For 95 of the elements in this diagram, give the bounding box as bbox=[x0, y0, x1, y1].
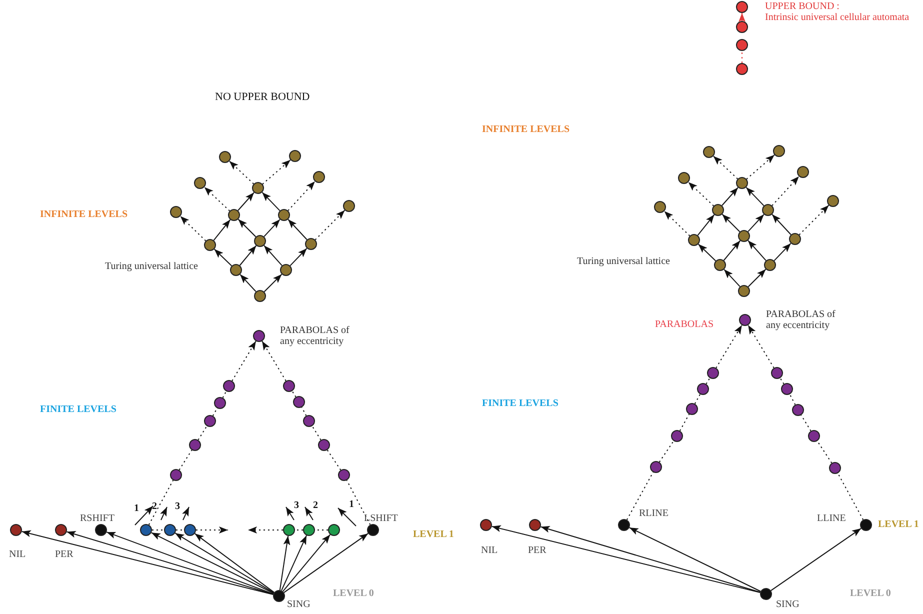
arrow bbox=[716, 324, 742, 368]
arrow bbox=[748, 268, 766, 288]
arrow bbox=[21, 530, 274, 596]
arrow bbox=[264, 218, 280, 238]
text-label: 3 bbox=[294, 500, 299, 511]
dotted-line bbox=[789, 394, 796, 406]
node-label: UPPER BOUND : bbox=[765, 1, 840, 12]
dotted-line bbox=[800, 414, 812, 432]
arrow bbox=[174, 532, 274, 594]
text-label: PARABOLAS bbox=[655, 319, 714, 330]
arrow bbox=[738, 12, 746, 22]
text-label: 2 bbox=[152, 501, 157, 512]
text-label: Turing universal lattice bbox=[105, 261, 198, 272]
node-label: SING bbox=[776, 599, 800, 610]
node-label: PER bbox=[528, 545, 546, 556]
arrow bbox=[746, 154, 775, 180]
arrow bbox=[748, 214, 764, 232]
text-label: 1 bbox=[134, 503, 139, 514]
node-label: SING bbox=[287, 599, 310, 610]
arrow bbox=[721, 186, 739, 206]
text-label: Turing universal lattice bbox=[577, 256, 670, 267]
text-label: INFINITE LEVELS bbox=[482, 124, 570, 135]
text-label: 3 bbox=[175, 501, 180, 512]
arrow bbox=[770, 528, 862, 592]
dotted-line bbox=[780, 378, 784, 384]
arrow bbox=[196, 526, 228, 534]
arrow bbox=[239, 245, 257, 266]
arrow bbox=[237, 192, 255, 212]
node-label: LLINE bbox=[817, 513, 846, 524]
arrow bbox=[262, 192, 280, 212]
text-label: LEVEL 0 bbox=[333, 588, 374, 599]
arrow bbox=[288, 218, 308, 240]
arrow bbox=[66, 531, 274, 595]
text-label: LEVEL 1 bbox=[878, 519, 919, 530]
node-label: PER bbox=[55, 549, 74, 560]
dotted-line bbox=[816, 440, 832, 464]
dotted-line bbox=[222, 390, 227, 398]
dotted-line bbox=[658, 440, 674, 463]
text-label: FINITE LEVELS bbox=[482, 398, 558, 409]
arrow bbox=[213, 219, 231, 241]
node-label: NIL bbox=[9, 549, 26, 560]
text-label: NO UPPER BOUND bbox=[215, 92, 310, 103]
arrow bbox=[723, 240, 741, 261]
arrow bbox=[772, 214, 792, 236]
arrow bbox=[290, 248, 308, 266]
arrow bbox=[232, 340, 256, 382]
arrow bbox=[722, 214, 740, 232]
arrow bbox=[150, 532, 274, 594]
text-label: LEVEL 1 bbox=[413, 529, 454, 540]
arrow bbox=[798, 204, 830, 236]
arrow bbox=[748, 240, 766, 262]
arrow bbox=[748, 324, 774, 368]
arrow bbox=[238, 218, 256, 238]
text-label: LEVEL 0 bbox=[850, 588, 891, 599]
arrow bbox=[262, 340, 286, 382]
arrow bbox=[282, 534, 331, 592]
arrow bbox=[106, 532, 274, 594]
dotted-line bbox=[694, 394, 701, 404]
node-label: Intrinsic universal cellular automata bbox=[765, 12, 910, 23]
dotted-line bbox=[292, 390, 296, 398]
dotted-line bbox=[326, 450, 342, 470]
text-label: 2 bbox=[313, 500, 318, 511]
arrow bbox=[698, 244, 716, 262]
arrow bbox=[214, 248, 232, 266]
node-label: RSHIFT bbox=[80, 513, 114, 524]
arrow bbox=[628, 527, 762, 592]
arrow bbox=[262, 159, 291, 185]
text-label: FINITE LEVELS bbox=[40, 404, 116, 415]
dotted-line bbox=[706, 378, 710, 384]
arrow bbox=[746, 186, 764, 206]
dotted-line bbox=[212, 408, 218, 416]
arrow bbox=[540, 526, 761, 593]
node-label: LSHIFT bbox=[364, 513, 398, 524]
arrow bbox=[240, 274, 256, 292]
arrow bbox=[280, 534, 308, 592]
arrow bbox=[264, 274, 282, 292]
arrow bbox=[283, 532, 369, 594]
arrow bbox=[194, 533, 275, 593]
dotted-line bbox=[198, 426, 208, 440]
text-label: 1 bbox=[349, 499, 354, 510]
text-label: INFINITE LEVELS bbox=[40, 209, 128, 220]
arrow bbox=[697, 214, 715, 236]
arrow bbox=[264, 244, 282, 266]
node-label: PARABOLAS of any eccentricity bbox=[766, 309, 836, 331]
dotted-line bbox=[837, 472, 864, 520]
arrow bbox=[279, 535, 290, 591]
arrow bbox=[774, 242, 792, 262]
arrow bbox=[314, 210, 346, 240]
arrow bbox=[491, 525, 761, 594]
node-label: PARABOLAS of any eccentricity bbox=[280, 325, 350, 347]
dotted-line bbox=[312, 426, 322, 440]
node-label: RLINE bbox=[639, 508, 668, 519]
arrow bbox=[248, 526, 284, 534]
node-label: NIL bbox=[481, 545, 498, 556]
arrow bbox=[724, 268, 740, 288]
